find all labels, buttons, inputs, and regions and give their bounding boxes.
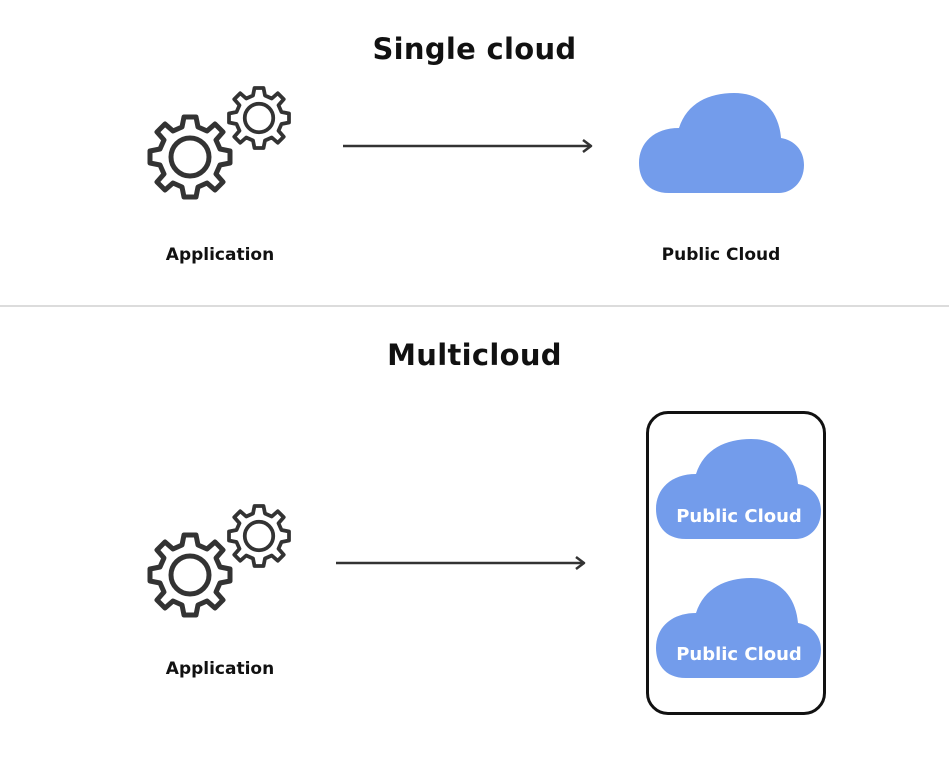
section-divider <box>0 305 949 307</box>
arrow <box>336 556 586 570</box>
single-cloud-title: Single cloud <box>372 32 577 66</box>
public-cloud-label: Public Cloud <box>676 644 802 665</box>
application-label: Application <box>165 245 275 265</box>
application-label: Application <box>165 659 275 679</box>
public-cloud-label: Public Cloud <box>661 245 781 265</box>
public-cloud-label: Public Cloud <box>676 506 802 527</box>
multicloud-title: Multicloud <box>387 338 562 372</box>
cloud-icon: Public Cloud <box>656 578 821 678</box>
gears-icon <box>140 504 291 625</box>
cloud-icon <box>639 93 804 193</box>
gears-icon <box>140 86 291 207</box>
cloud-icon: Public Cloud <box>656 439 821 539</box>
arrow <box>343 139 593 153</box>
multicloud-group <box>646 411 826 715</box>
